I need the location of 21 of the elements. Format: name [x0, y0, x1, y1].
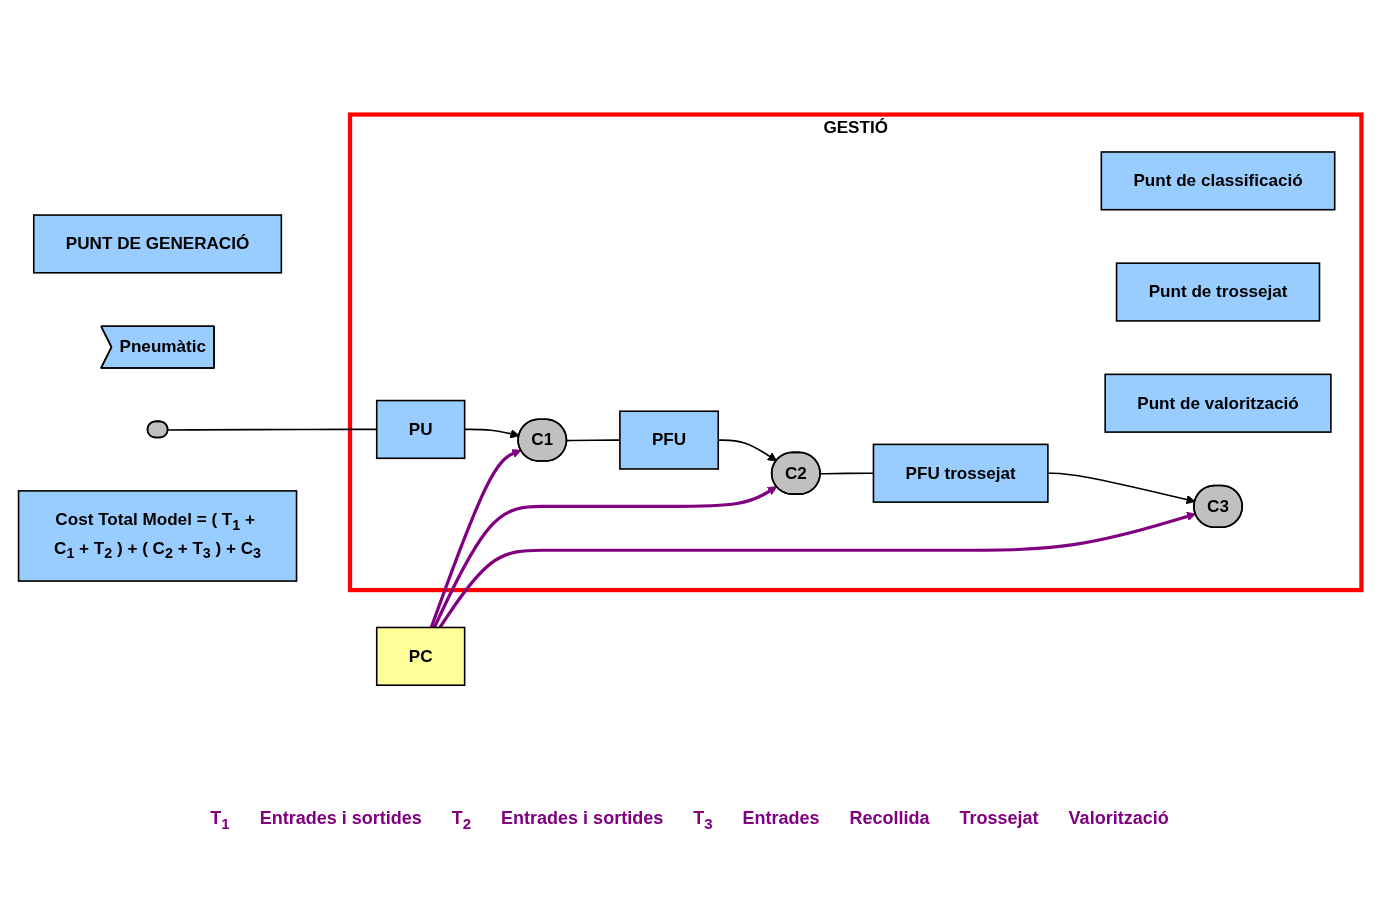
note-text: Valorització [1068, 808, 1169, 830]
node-box: Punt de valorització [1103, 373, 1332, 433]
note-text: Trossejat [959, 808, 1039, 830]
arrow [432, 486, 777, 629]
node-box: Punt de trossejat [1115, 262, 1320, 322]
note-text: T$_{1}$ [210, 808, 230, 832]
note-text: Entrades i sortides [501, 808, 664, 830]
note-text: T$_{3}$ [693, 808, 713, 832]
note-text: T$_{2}$ [451, 808, 472, 832]
note-text: Recollida [849, 808, 930, 830]
node-box: Cost Total Model = ( T$_{1}$ + C$_{1}$ + T$_{2}$ ) + ( C$_{2}$ + T$_{3}$ ) + C$_{3}$ [17, 490, 297, 582]
node-box: PFU trossejat [872, 443, 1049, 504]
arrow [429, 449, 521, 629]
note-text: Entrades i sortides [259, 808, 422, 830]
node-box: PU [375, 399, 465, 460]
node-box: PC [375, 626, 465, 687]
arrow [438, 512, 1196, 629]
node-box: PFU [618, 410, 719, 470]
note-text: Entrades [742, 808, 820, 830]
node-box: PUNT DE GENERACIÓ [32, 214, 282, 274]
node-box: Punt de classificació [1100, 151, 1335, 211]
